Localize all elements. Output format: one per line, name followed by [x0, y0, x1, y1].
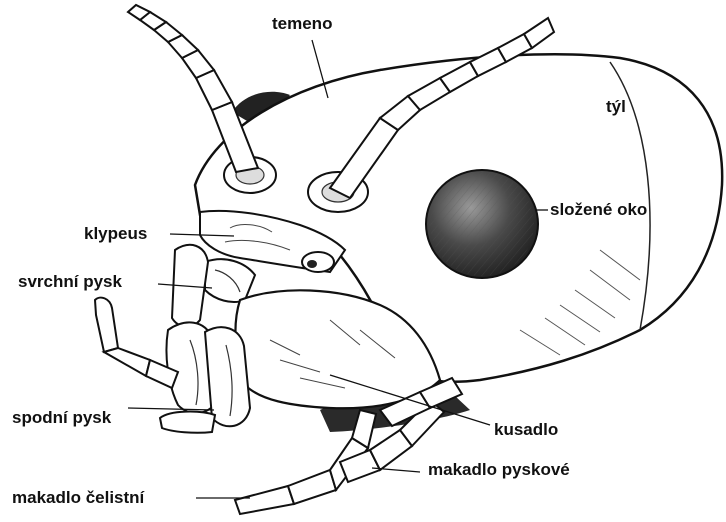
labium-right — [205, 327, 250, 426]
label-temeno: temeno — [272, 14, 332, 34]
ocellus-dot — [307, 260, 317, 268]
label-slozene-oko: složené oko — [550, 200, 647, 220]
label-kusadlo: kusadlo — [494, 420, 558, 440]
label-makadlo-pyskove: makadlo pyskové — [428, 460, 570, 480]
label-tyl: týl — [606, 97, 626, 117]
label-klypeus: klypeus — [84, 224, 147, 244]
left-antenna — [128, 5, 258, 172]
label-spodni-pysk: spodní pysk — [12, 408, 111, 428]
labial-palp-left — [160, 412, 215, 433]
label-makadlo-celistni: makadlo čelistní — [12, 488, 144, 508]
ocellus — [302, 252, 334, 272]
label-svrchni-pysk: svrchní pysk — [18, 272, 122, 292]
eye-facets — [430, 172, 534, 276]
labrum — [205, 259, 255, 302]
left-maxillary-palp — [95, 298, 178, 388]
